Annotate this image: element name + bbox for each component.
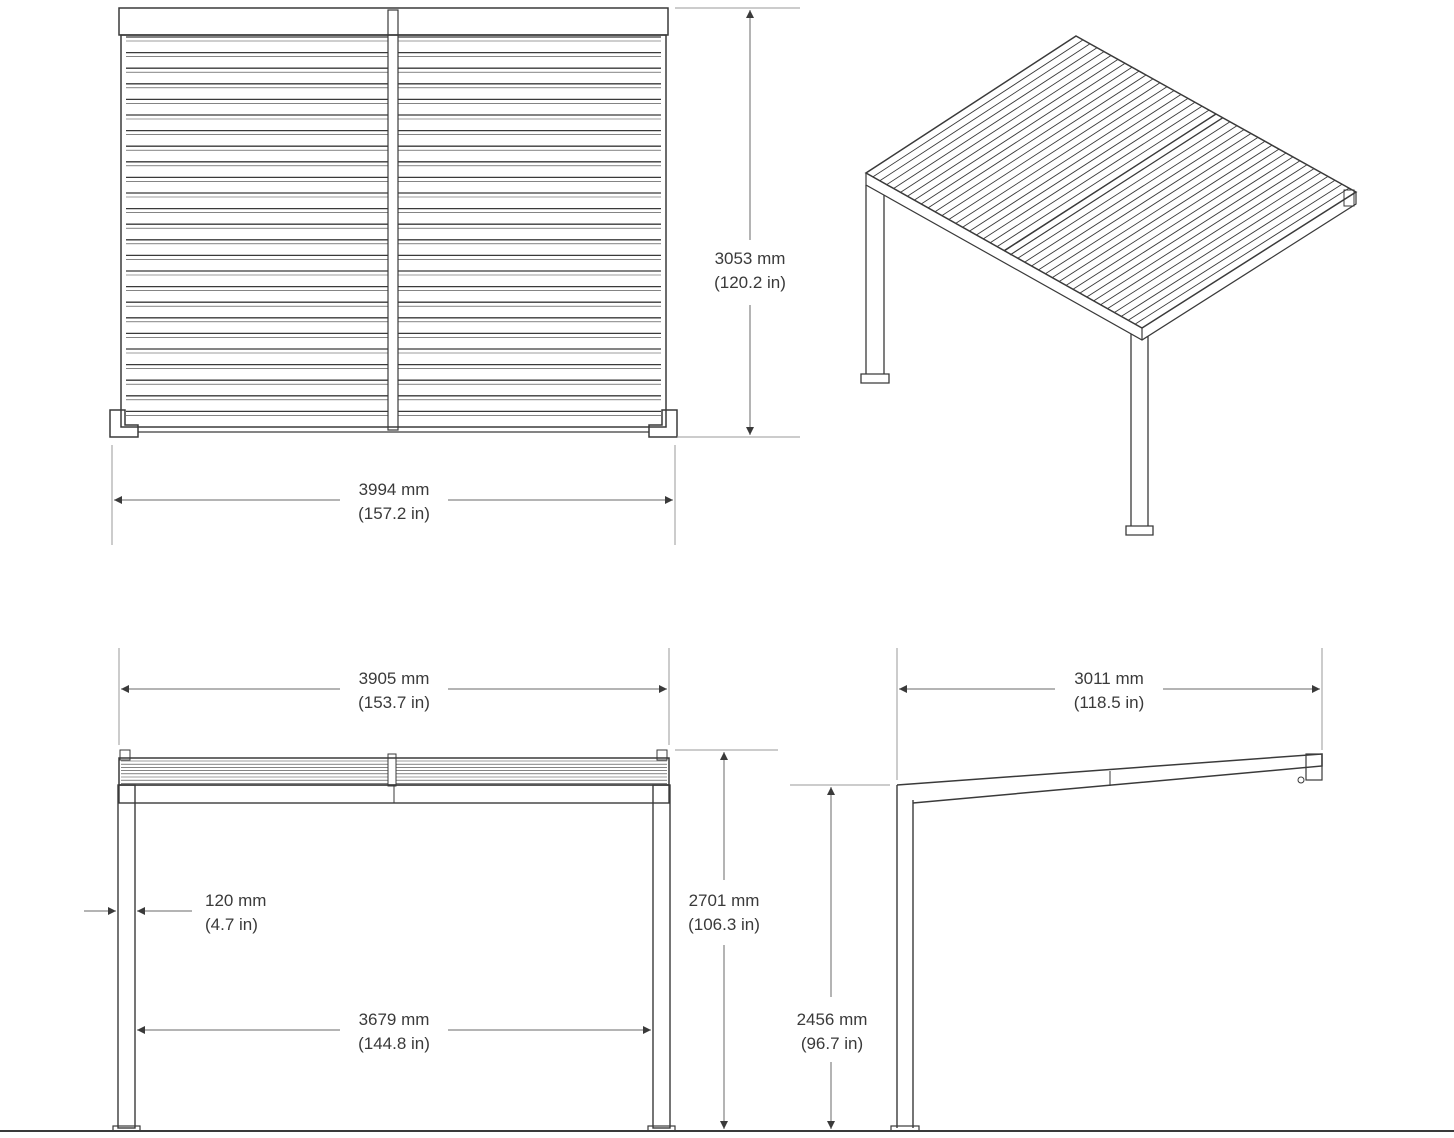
dim-side-height-mm: 2456 mm: [797, 1010, 868, 1029]
dim-top-width-in: (157.2 in): [358, 504, 430, 523]
iso-slat-line: [1017, 121, 1231, 259]
dim-front-width: 3905 mm (153.7 in): [118, 648, 670, 745]
dim-top-depth-in: (120.2 in): [714, 273, 786, 292]
iso-slat-line: [879, 43, 1091, 182]
iso-slat-line: [1127, 183, 1343, 321]
dim-inner-width-in: (144.8 in): [358, 1034, 430, 1053]
iso-slat-line: [893, 51, 1105, 189]
dim-side-depth-mm: 3011 mm: [1074, 669, 1144, 688]
iso-slat-line: [983, 101, 1196, 240]
iso-slat-line: [996, 109, 1210, 248]
iso-slat-line: [989, 105, 1203, 244]
dim-top-width: 3994 mm (157.2 in): [111, 445, 676, 545]
dim-top-depth-mm: 3053 mm: [715, 249, 786, 268]
top-view: [109, 7, 678, 438]
top-view-slats: [126, 36, 661, 416]
dim-front-height: 2701 mm (106.3 in): [675, 749, 778, 1129]
iso-slat-line: [1121, 179, 1336, 317]
dim-side-depth-in: (118.5 in): [1074, 693, 1145, 712]
dim-side-height: 2456 mm (96.7 in): [790, 784, 890, 1129]
dim-side-depth: 3011 mm (118.5 in): [896, 648, 1323, 780]
iso-slat-line: [1038, 133, 1252, 271]
iso-slat-line: [969, 94, 1182, 232]
dim-front-height-in: (106.3 in): [688, 915, 760, 934]
iso-slat-line: [948, 82, 1161, 220]
iso-slat-line: [962, 90, 1175, 228]
iso-slat-line: [1093, 164, 1308, 302]
iso-slat-line: [1114, 176, 1329, 313]
isometric-slats: [872, 39, 1350, 325]
iso-slat-line: [1058, 144, 1273, 282]
dim-inner-width: 3679 mm (144.8 in): [137, 1010, 651, 1053]
iso-slat-line: [907, 59, 1119, 197]
dim-top-depth: 3053 mm (120.2 in): [675, 7, 800, 438]
iso-slat-line: [1134, 187, 1350, 325]
dim-side-height-in: (96.7 in): [801, 1034, 863, 1053]
iso-slat-line: [914, 62, 1126, 201]
side-view: [890, 753, 1323, 1132]
iso-slat-line: [927, 70, 1140, 209]
iso-slat-line: [976, 98, 1189, 236]
iso-slat-line: [941, 78, 1154, 217]
iso-slat-line: [1107, 172, 1322, 310]
iso-slat-line: [955, 86, 1168, 224]
iso-slat-line: [920, 66, 1133, 205]
dim-top-width-mm: 3994 mm: [359, 480, 430, 499]
iso-slat-line: [1065, 148, 1280, 286]
iso-slat-line: [900, 55, 1112, 193]
iso-slat-line: [934, 74, 1147, 213]
iso-slat-line: [1045, 137, 1259, 275]
iso-slat-line: [1086, 160, 1301, 298]
dim-post-width-mm: 120 mm: [205, 891, 266, 910]
iso-slat-line: [1079, 156, 1294, 294]
dim-post-width: 120 mm (4.7 in): [84, 891, 266, 934]
iso-slat-line: [886, 47, 1098, 186]
iso-slat-line: [1072, 152, 1287, 290]
front-view-slats: [121, 760, 667, 784]
front-view: [0, 749, 1454, 1132]
dim-post-width-in: (4.7 in): [205, 915, 258, 934]
iso-slat-line: [872, 39, 1084, 178]
dim-front-width-in: (153.7 in): [358, 693, 430, 712]
iso-slat-line: [1052, 140, 1266, 279]
dim-front-height-mm: 2701 mm: [689, 891, 760, 910]
dim-inner-width-mm: 3679 mm: [359, 1010, 430, 1029]
iso-slat-line: [1100, 168, 1315, 306]
iso-slat-line: [1024, 125, 1238, 263]
iso-slat-line: [1031, 129, 1245, 267]
isometric-view: [860, 35, 1358, 536]
dim-front-width-mm: 3905 mm: [359, 669, 430, 688]
